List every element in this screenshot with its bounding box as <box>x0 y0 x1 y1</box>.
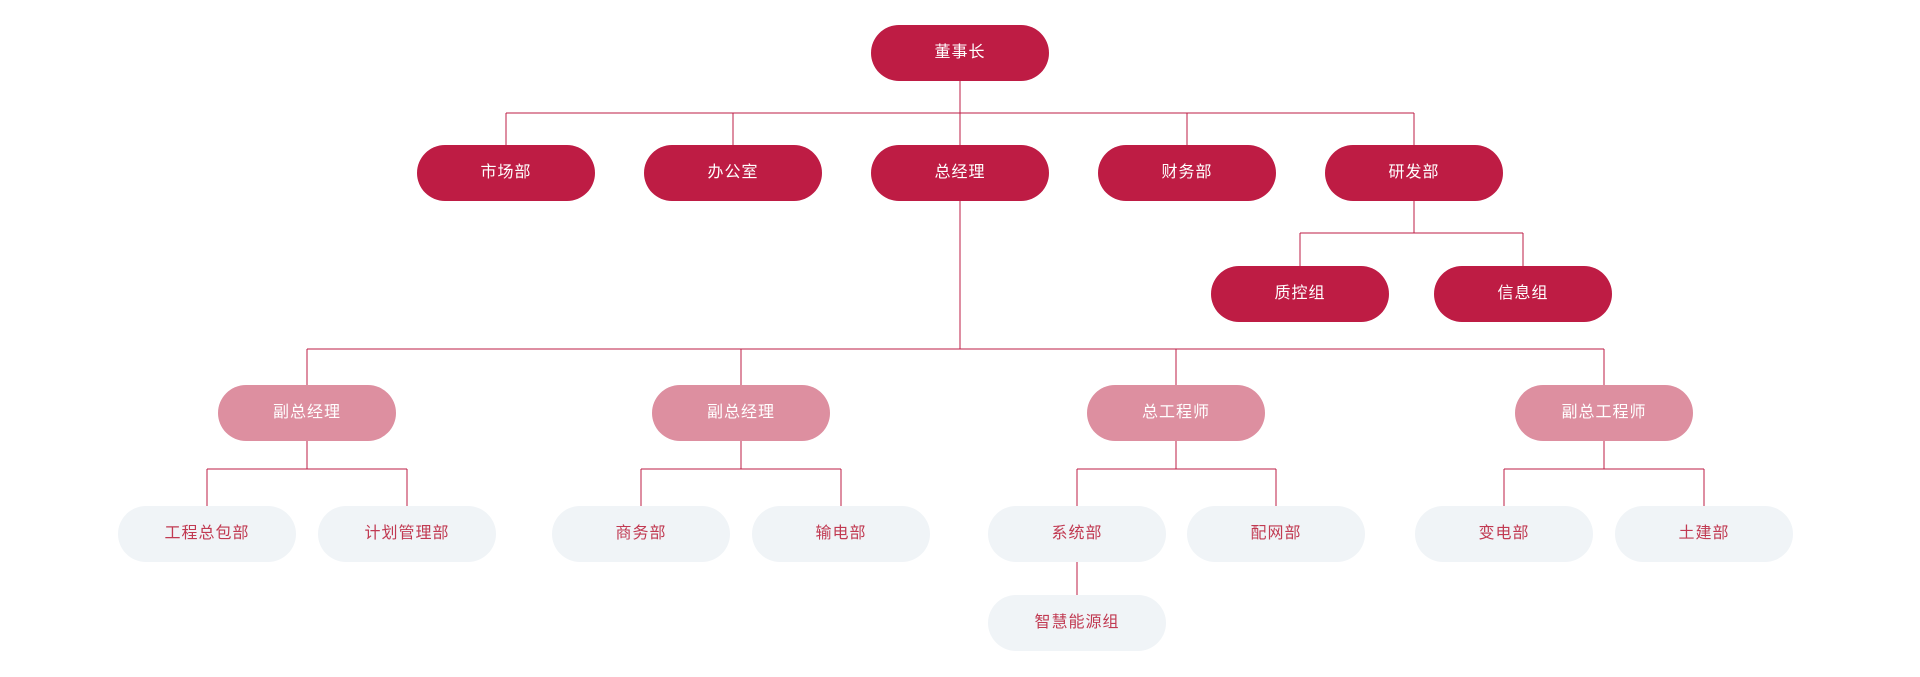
org-node-chairman[interactable]: 董事长 <box>871 25 1049 81</box>
org-node-planning-dept[interactable]: 计划管理部 <box>318 506 496 562</box>
org-node-label-rnd: 研发部 <box>1388 164 1440 181</box>
org-node-distribution-dept[interactable]: 配网部 <box>1187 506 1365 562</box>
org-node-label-planning-dept: 计划管理部 <box>364 525 450 542</box>
org-node-label-epc-dept: 工程总包部 <box>164 525 250 542</box>
org-node-label-info-group: 信息组 <box>1497 285 1549 302</box>
org-node-gm[interactable]: 总经理 <box>871 145 1049 201</box>
org-node-substation-dept[interactable]: 变电部 <box>1415 506 1593 562</box>
org-node-chief-eng[interactable]: 总工程师 <box>1087 385 1265 441</box>
org-node-deputy-gm-2[interactable]: 副总经理 <box>652 385 830 441</box>
org-node-label-distribution-dept: 配网部 <box>1250 525 1302 542</box>
org-node-label-commerce-dept: 商务部 <box>615 525 667 542</box>
org-node-label-chief-eng: 总工程师 <box>1141 404 1210 421</box>
org-node-info-group[interactable]: 信息组 <box>1434 266 1612 322</box>
org-node-label-marketing: 市场部 <box>480 164 532 181</box>
org-node-label-office: 办公室 <box>707 164 759 181</box>
org-node-label-system-dept: 系统部 <box>1051 525 1103 542</box>
org-node-office[interactable]: 办公室 <box>644 145 822 201</box>
org-node-rnd[interactable]: 研发部 <box>1325 145 1503 201</box>
org-node-label-deputy-gm-1: 副总经理 <box>272 404 341 421</box>
org-node-qc-group[interactable]: 质控组 <box>1211 266 1389 322</box>
org-node-label-deputy-gm-2: 副总经理 <box>706 404 775 421</box>
org-node-smart-energy-group[interactable]: 智慧能源组 <box>988 595 1166 651</box>
org-node-finance[interactable]: 财务部 <box>1098 145 1276 201</box>
org-node-system-dept[interactable]: 系统部 <box>988 506 1166 562</box>
org-node-deputy-chief-eng[interactable]: 副总工程师 <box>1515 385 1693 441</box>
org-node-label-chairman: 董事长 <box>934 44 986 61</box>
org-node-civil-dept[interactable]: 土建部 <box>1615 506 1793 562</box>
org-node-commerce-dept[interactable]: 商务部 <box>552 506 730 562</box>
org-node-deputy-gm-1[interactable]: 副总经理 <box>218 385 396 441</box>
org-node-label-deputy-chief-eng: 副总工程师 <box>1561 404 1647 421</box>
org-node-label-civil-dept: 土建部 <box>1678 525 1730 542</box>
org-node-label-finance: 财务部 <box>1161 164 1213 181</box>
org-node-epc-dept[interactable]: 工程总包部 <box>118 506 296 562</box>
org-node-transmission-dept[interactable]: 输电部 <box>752 506 930 562</box>
org-node-label-gm: 总经理 <box>934 164 986 181</box>
org-node-label-smart-energy-group: 智慧能源组 <box>1034 614 1120 631</box>
org-node-label-substation-dept: 变电部 <box>1478 525 1530 542</box>
org-node-marketing[interactable]: 市场部 <box>417 145 595 201</box>
org-node-label-transmission-dept: 输电部 <box>815 525 867 542</box>
org-node-label-qc-group: 质控组 <box>1274 285 1326 302</box>
